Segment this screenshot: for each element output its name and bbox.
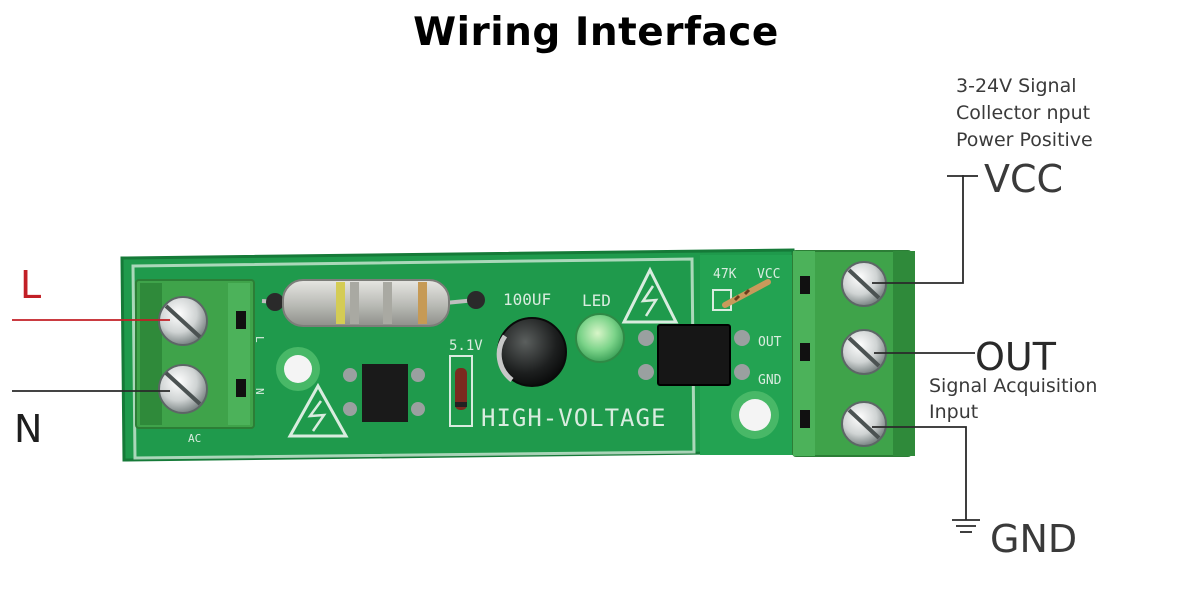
out-note-line2: Input: [929, 401, 978, 423]
screw-terminal-out: [841, 329, 887, 375]
screw-terminal-live: [158, 296, 208, 346]
power-resistor: [261, 279, 485, 327]
vcc-wire: [872, 175, 964, 284]
vcc-note-line3: Power Positive: [956, 129, 1093, 151]
electrolytic-capacitor: [496, 317, 567, 387]
silk-high-voltage-label: HIGH-VOLTAGE: [481, 404, 666, 432]
small-resistor: [712, 279, 771, 311]
vcc-note-line2: Collector nput: [956, 102, 1090, 124]
regulator-chip: [343, 364, 425, 422]
screw-terminal-vcc: [841, 261, 887, 307]
silk-resistor-label: 47K: [713, 267, 737, 282]
mounting-hole-right: [731, 391, 779, 439]
silk-capacitor-label: 100UF: [503, 290, 551, 309]
screw-terminal-neutral: [158, 364, 208, 414]
silk-ac-label: AC: [188, 432, 201, 445]
high-voltage-warning-icon: [621, 266, 679, 324]
out-label: OUT: [975, 335, 1057, 379]
diagram-title: Wiring Interface: [413, 10, 779, 55]
silk-l-label: L: [253, 336, 266, 343]
neutral-label: N: [14, 407, 42, 451]
optocoupler-chip: [638, 324, 750, 386]
screw-terminal-gnd: [841, 401, 887, 447]
ground-symbol-icon: [952, 519, 980, 533]
vcc-label: VCC: [984, 157, 1063, 201]
out-note-line1: Signal Acquisition: [929, 375, 1097, 397]
silk-out-label: OUT: [758, 335, 782, 350]
silk-zener-label: 5.1V: [449, 338, 483, 354]
silk-vcc-label: VCC: [757, 267, 780, 282]
mounting-hole-left: [276, 347, 320, 391]
high-voltage-warning-icon: [287, 382, 349, 438]
zener-diode: [449, 355, 473, 427]
silk-led-label: LED: [582, 291, 611, 310]
gnd-wire: [872, 426, 967, 520]
led: [575, 313, 625, 363]
silk-n-label: N: [253, 388, 266, 395]
gnd-label: GND: [990, 517, 1077, 561]
vcc-note-line1: 3-24V Signal: [956, 75, 1077, 97]
live-label: L: [20, 263, 41, 307]
silk-gnd-label: GND: [758, 373, 782, 388]
